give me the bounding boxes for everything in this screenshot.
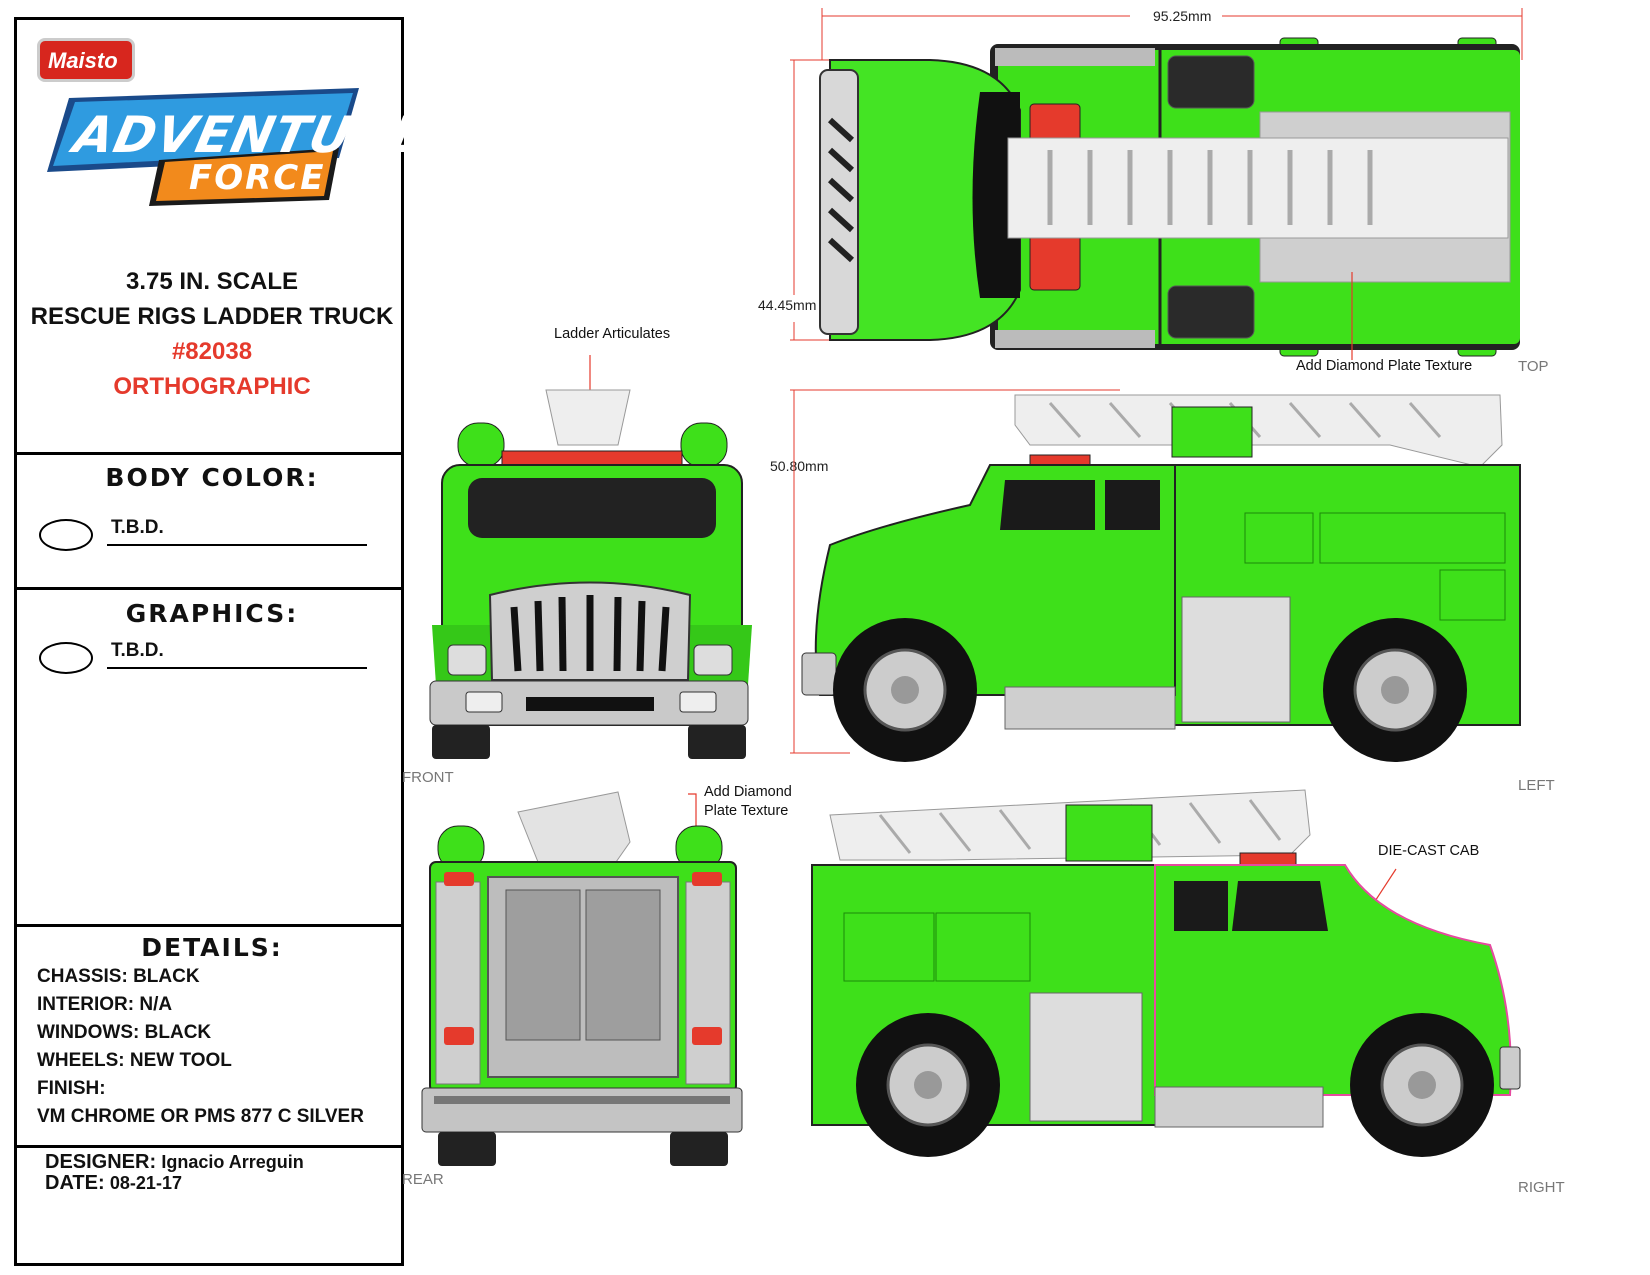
product-number: #82038 xyxy=(171,338,253,365)
view-label-rear: REAR xyxy=(402,1171,444,1188)
underline xyxy=(107,667,367,669)
callout-diamond-rear-2: Plate Texture xyxy=(704,803,789,819)
designer-line: DESIGNER: Ignacio Arreguin xyxy=(45,1151,304,1174)
divider xyxy=(17,924,401,927)
callout-diamond-rear-1: Add Diamond xyxy=(704,784,792,800)
dimension-width: 44.45mm xyxy=(758,297,817,313)
date-line: DATE: 08-21-17 xyxy=(45,1172,182,1195)
view-label-front: FRONT xyxy=(402,769,454,786)
callout-ladder: Ladder Articulates xyxy=(554,326,671,342)
detail-line: CHASSIS: BLACK xyxy=(37,966,200,987)
maisto-logo: Maisto xyxy=(37,38,135,82)
graphics-value: T.B.D. xyxy=(111,640,164,661)
divider xyxy=(17,1145,401,1148)
scale-title: 3.75 IN. SCALE xyxy=(125,268,299,295)
adventure-force-logo: ADVENTURE FORCE xyxy=(39,88,432,206)
product-name: RESCUE RIGS LADDER TRUCK xyxy=(30,303,394,330)
divider xyxy=(17,452,401,455)
left-view xyxy=(790,385,1560,780)
view-label-right: RIGHT xyxy=(1518,1179,1565,1196)
designer-name: Ignacio Arreguin xyxy=(161,1152,304,1172)
date-label: DATE: xyxy=(45,1172,105,1194)
date-value: 08-21-17 xyxy=(109,1173,182,1193)
graphics-row: T.B.D. xyxy=(39,640,369,676)
body-color-value: T.B.D. xyxy=(111,517,164,538)
divider xyxy=(17,587,401,590)
details-heading: DETAILS: xyxy=(141,933,283,962)
detail-line: WINDOWS: BLACK xyxy=(37,1022,212,1043)
dimension-length: 95.25mm xyxy=(1153,8,1212,24)
adventure-logo-text: ADVENTURE xyxy=(68,106,433,164)
detail-line: WHEELS: NEW TOOL xyxy=(37,1050,232,1071)
body-color-swatch xyxy=(39,519,93,551)
designer-label: DESIGNER: xyxy=(45,1151,157,1173)
detail-line: FINISH: xyxy=(37,1078,106,1099)
detail-line: INTERIOR: N/A xyxy=(37,994,173,1015)
maisto-logo-text: Maisto xyxy=(48,48,118,73)
force-logo-text: FORCE xyxy=(189,158,326,198)
graphics-swatch xyxy=(39,642,93,674)
rear-view xyxy=(418,782,768,1172)
spec-panel: Maisto ADVENTURE FORCE 3.75 IN. SCALE RE… xyxy=(14,17,432,1266)
view-label-top: TOP xyxy=(1518,358,1549,375)
detail-line: VM CHROME OR PMS 877 C SILVER xyxy=(37,1106,364,1127)
right-view xyxy=(800,785,1560,1175)
view-label-left: LEFT xyxy=(1518,777,1555,794)
top-view xyxy=(790,0,1610,380)
body-color-heading: BODY COLOR: xyxy=(105,463,319,492)
dimension-height: 50.80mm xyxy=(770,458,829,474)
body-color-row: T.B.D. xyxy=(39,517,369,553)
graphics-heading: GRAPHICS: xyxy=(125,599,299,628)
drawing-type: ORTHOGRAPHIC xyxy=(113,373,311,400)
underline xyxy=(107,544,367,546)
callout-diamond-top: Add Diamond Plate Texture xyxy=(1296,358,1473,374)
callout-diecast: DIE-CAST CAB xyxy=(1378,843,1480,859)
front-view xyxy=(418,345,790,775)
